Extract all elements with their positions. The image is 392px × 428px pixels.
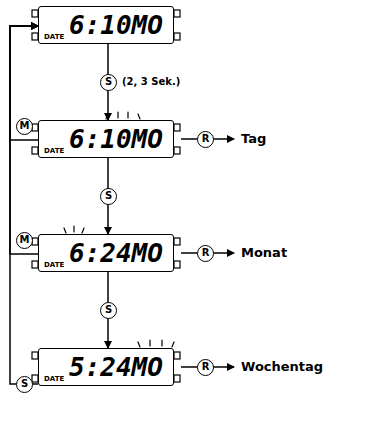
button-r: R xyxy=(197,245,214,262)
button-label: S xyxy=(100,302,117,319)
button-label: M xyxy=(16,232,33,249)
lcd-display: 6:24MO DATE xyxy=(38,234,174,272)
lcd-digits: 5:24MO xyxy=(69,352,163,382)
lcd-digits: 6:10MO xyxy=(69,124,163,154)
r-arrows xyxy=(181,139,234,367)
flow-arrow xyxy=(10,26,38,254)
button-r: R xyxy=(197,359,214,376)
flow-arrow xyxy=(10,26,38,384)
button-tabs xyxy=(32,10,180,382)
button-label: M xyxy=(16,118,33,135)
button-r: R xyxy=(197,131,214,148)
lcd-display: 5:24MO DATE xyxy=(38,348,174,386)
lcd-display: 6:10MO DATE xyxy=(38,6,174,44)
setting-name: Wochentag xyxy=(241,358,323,376)
flow-arrow xyxy=(10,26,38,140)
button-label: S xyxy=(100,74,117,91)
setting-name: Monat xyxy=(241,244,287,262)
hold-duration: (2, 3 Sek.) xyxy=(122,76,180,88)
lcd-digits: 6:10MO xyxy=(69,10,163,40)
setting-name: Tag xyxy=(241,130,266,148)
button-label: S xyxy=(16,376,33,393)
lcd-display: 6:10MO DATE xyxy=(38,120,174,158)
date-indicator: DATE xyxy=(44,375,64,383)
date-indicator: DATE xyxy=(44,261,64,269)
date-indicator: DATE xyxy=(44,147,64,155)
date-indicator: DATE xyxy=(44,33,64,41)
lcd-digits: 6:24MO xyxy=(69,238,163,268)
button-label: S xyxy=(100,188,117,205)
